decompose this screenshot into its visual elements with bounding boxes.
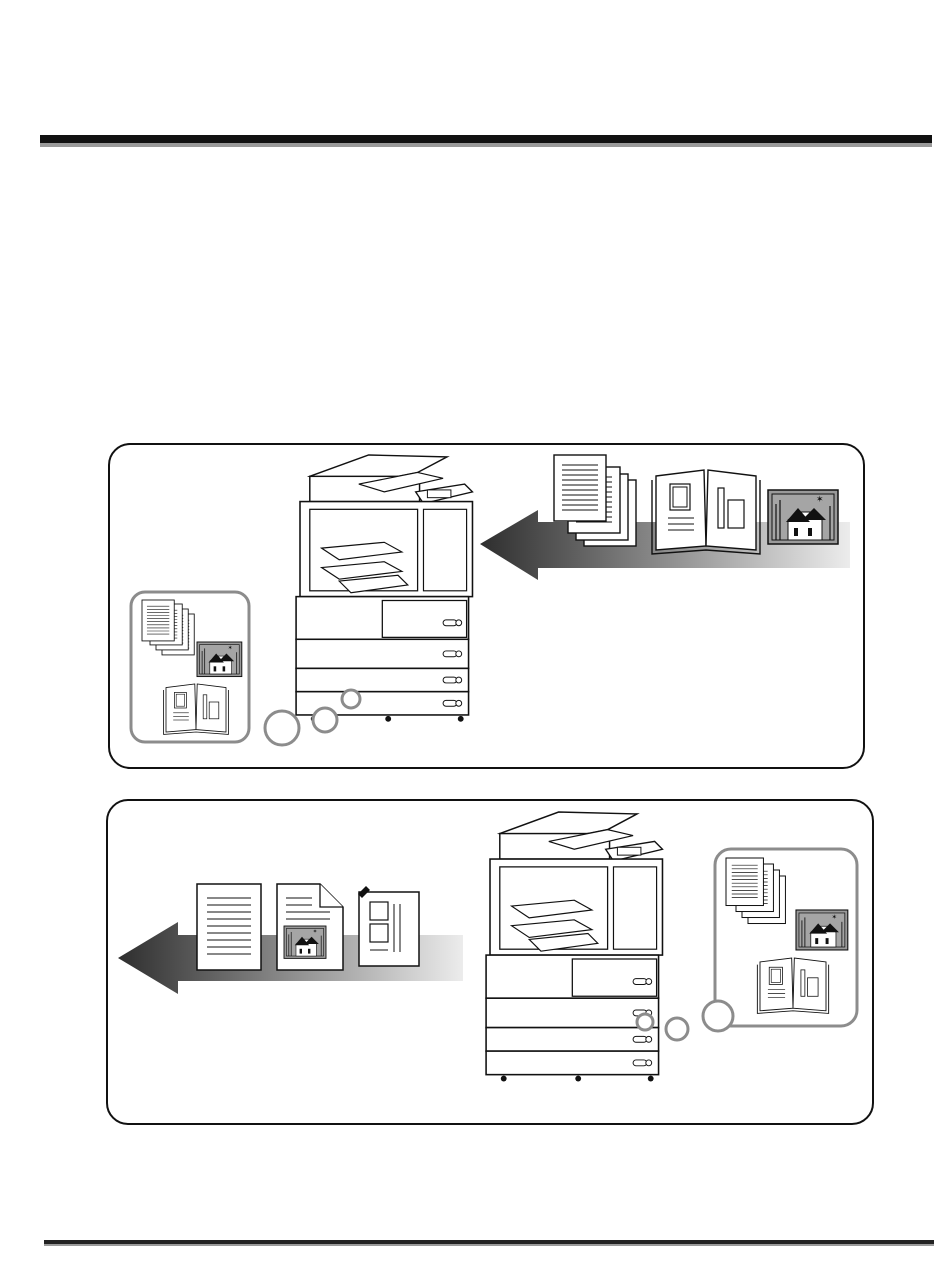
stored-photo-icon	[197, 642, 242, 677]
source-photo-icon	[796, 910, 848, 950]
photo-image-icon	[768, 490, 838, 544]
multifunction-machine-icon	[296, 455, 472, 722]
output-layout-page-icon	[358, 886, 419, 966]
footer-rule-shadow	[44, 1244, 934, 1246]
output-mixed-page-icon	[277, 884, 343, 970]
output-text-page-icon	[197, 884, 261, 970]
output-multifunction-machine-icon	[486, 812, 662, 1082]
open-book-icon	[652, 470, 760, 554]
